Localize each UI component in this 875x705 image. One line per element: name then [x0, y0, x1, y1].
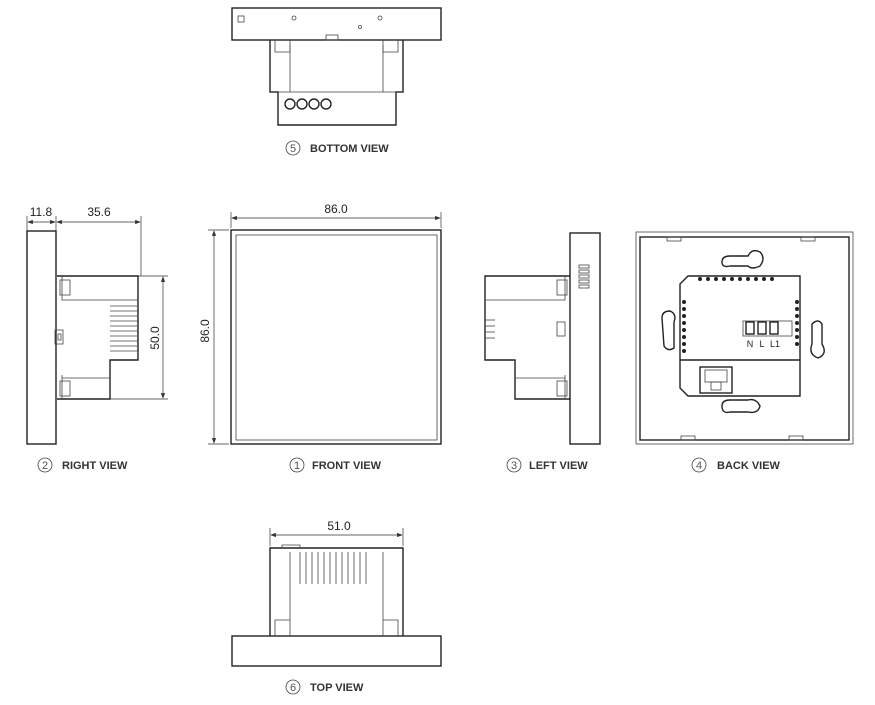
view-label: RIGHT VIEW [62, 460, 128, 472]
left-view: 3 LEFT VIEW [484, 232, 601, 473]
terminal-label: N [747, 339, 754, 349]
view-label: BOTTOM VIEW [310, 143, 389, 155]
view-number: 4 [696, 460, 702, 472]
dimension-height: 86.0 [198, 319, 212, 343]
bottom-view: 5 BOTTOM VIEW [231, 7, 442, 156]
terminal-label: L [759, 339, 764, 349]
view-number: 2 [42, 460, 48, 472]
dimension-width: 86.0 [324, 202, 348, 216]
dimension-body-height: 50.0 [148, 326, 162, 350]
dimension-plate-thickness: 11.8 [30, 205, 53, 219]
view-label: LEFT VIEW [529, 460, 588, 472]
view-number: 5 [290, 143, 296, 155]
view-label: BACK VIEW [717, 460, 781, 472]
top-view: 51.0 6 TOP VIEW [231, 519, 442, 695]
view-number: 3 [511, 460, 517, 472]
right-view: 11.8 35.6 50.0 2 RIGHT VIEW [26, 205, 168, 473]
view-label: FRONT VIEW [312, 460, 382, 472]
back-view: N L L1 4 BACK VIEW [635, 231, 854, 473]
front-view: 86.0 86.0 1 FRONT VIEW [198, 202, 442, 473]
view-label: TOP VIEW [310, 682, 364, 694]
terminal-label: L1 [770, 339, 780, 349]
dimension-body-width: 51.0 [327, 519, 351, 533]
view-number: 1 [294, 460, 300, 472]
dimension-depth: 35.6 [87, 205, 111, 219]
view-number: 6 [290, 682, 296, 694]
